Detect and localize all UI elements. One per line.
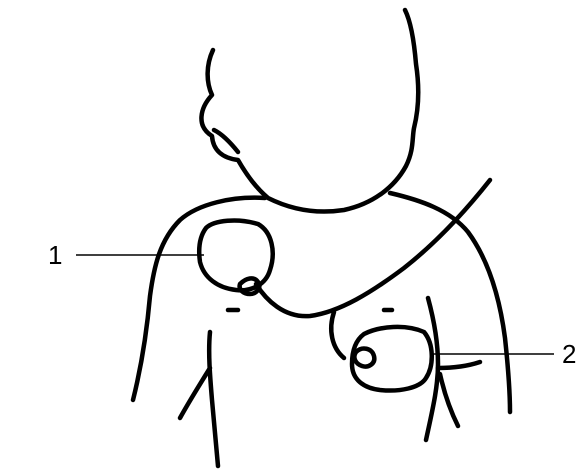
child-head [201,10,418,212]
right-armpit-fork-branch [438,362,480,368]
electrode-pad-2-side-contour [331,312,344,358]
child-figure [133,10,510,466]
callout-1-label: 1 [48,240,62,270]
electrode-pad-1 [199,221,272,310]
electrode-connector-2 [354,349,374,367]
electrode-pad-2 [331,310,432,391]
callout-2-label: 2 [562,339,576,369]
electrode-pad-1-outline [199,221,272,291]
left-arm-crease [180,368,210,418]
electrode-pad-2-outline [352,327,432,391]
left-torso-line [209,332,218,466]
right-armpit-fork [440,374,458,426]
left-shoulder-arm [133,198,265,400]
